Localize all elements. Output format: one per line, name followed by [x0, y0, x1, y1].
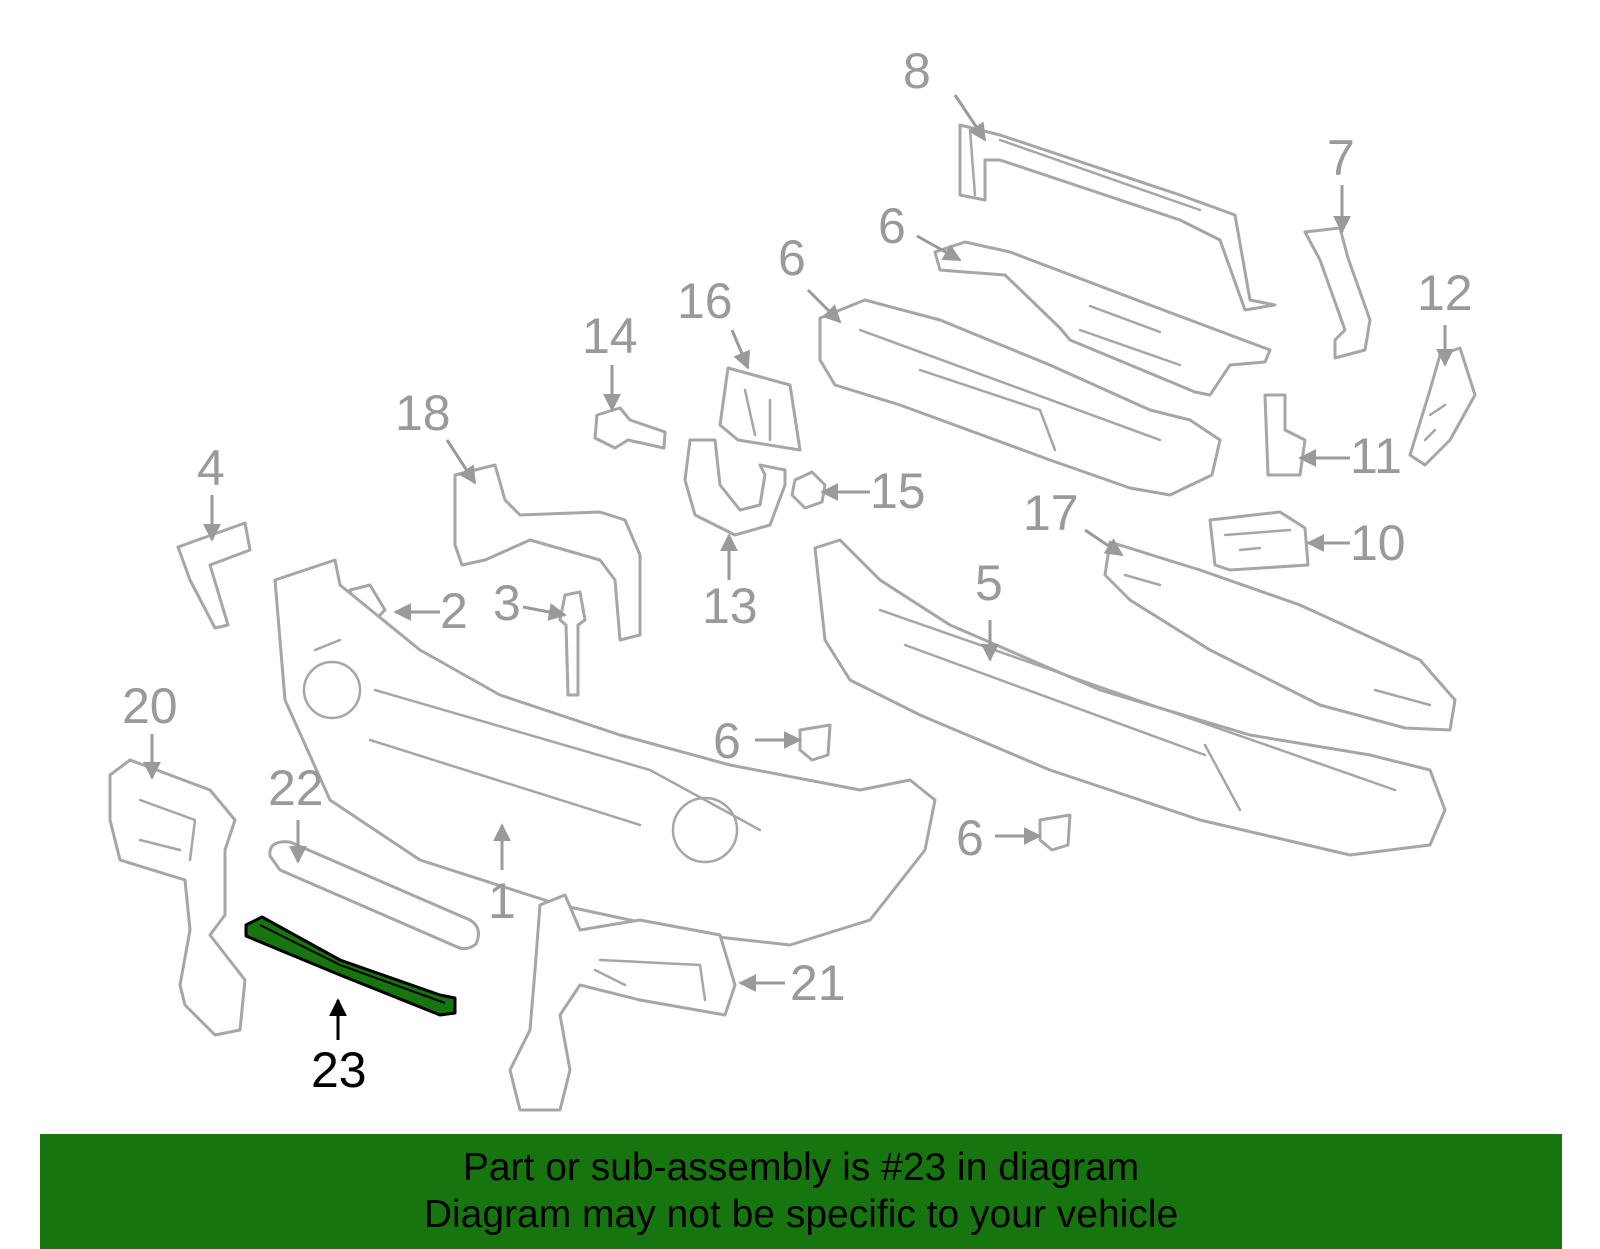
callout-3: 3: [493, 575, 521, 631]
banner-part-note: Part or sub-assembly is #23 in diagram: [462, 1146, 1140, 1189]
part-17-hook-mount: [718, 366, 802, 452]
banner-disclaimer: Diagram may not be specific to your vehi…: [423, 1193, 1179, 1236]
part-9-right-bracket: [1303, 226, 1372, 360]
callout-21: 21: [790, 955, 846, 1011]
callout-17: 16: [677, 273, 733, 329]
callout-14: 13: [702, 578, 758, 634]
callout-18: 17: [1023, 485, 1079, 541]
part-15-bolt: [593, 406, 667, 450]
callout-5: 5: [975, 555, 1003, 611]
callout-16: 15: [870, 463, 926, 519]
part-14-tow-hook: [683, 438, 787, 537]
part-6-cap-upper: [798, 723, 832, 762]
callout-22: 22: [268, 760, 324, 816]
info-banner: Part or sub-assembly is #23 in diagram D…: [40, 1134, 1562, 1249]
part-22-lower-trim: [268, 840, 480, 951]
callout-23: 23: [311, 1042, 367, 1098]
callout-2: 2: [440, 583, 468, 639]
part-3-stud: [558, 590, 587, 697]
callout-1: 1: [488, 873, 516, 929]
part-16-nut: [790, 470, 827, 510]
part-1-bumper-cover: [273, 558, 937, 947]
part-13-corner-bracket: [1408, 346, 1477, 467]
callout-7: 6: [778, 230, 806, 286]
callout-4: 4: [197, 440, 225, 496]
part-6-cap-lower: [1038, 813, 1072, 852]
callout-15: 14: [582, 308, 638, 364]
part-20-left-bracket: [108, 758, 247, 1037]
part-23-lower-molding: [244, 915, 457, 1017]
part-10-upper-bracket: [958, 123, 1277, 312]
part-4-corner-trim: [176, 521, 252, 630]
callout-19: 18: [395, 385, 451, 441]
callout-9: 7: [1327, 130, 1355, 186]
callout-8: 6: [878, 198, 906, 254]
callout-12: 11: [1350, 428, 1402, 484]
part-18-grille-insert: [1103, 540, 1457, 732]
part-21-right-bracket: [508, 893, 737, 1112]
part-19-bracket-assembly: [453, 463, 642, 642]
callout-10: 8: [903, 43, 931, 99]
callout-20: 20: [122, 678, 178, 734]
part-12-bracket: [1263, 393, 1307, 477]
part-11-mount-plate: [1208, 510, 1310, 572]
part-8-upper-support: [933, 240, 1272, 397]
callout-6-upper: 6: [713, 713, 741, 769]
callout-11: 10: [1350, 515, 1406, 571]
callout-labels: 8 7 6 6 12 16 14 11 18 15 4 10 17 13 3 2…: [122, 43, 1473, 1098]
leader-lines: [143, 94, 1454, 1040]
part-7-impact-bar: [818, 298, 1222, 497]
callout-6-lower: 6: [956, 810, 984, 866]
part-5-energy-absorber: [813, 538, 1447, 857]
callout-13: 12: [1417, 265, 1473, 321]
